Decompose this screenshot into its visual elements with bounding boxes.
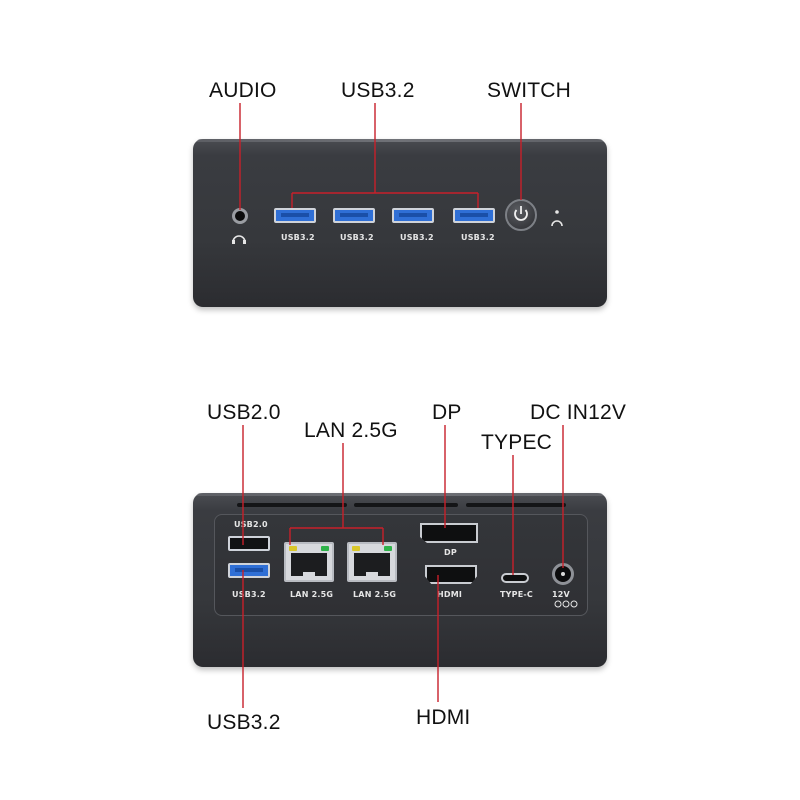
vent-slot-2 [354,503,458,507]
lan-port-2 [347,542,397,582]
callout-dcin: DC IN12V [530,401,627,424]
usb32-front-port-3 [392,208,434,223]
callout-usb32-rear: USB3.2 [207,711,281,734]
typec-label: TYPE-C [500,590,533,599]
usb32-front-label-3: USB3.2 [400,233,434,242]
io-panel-inset [214,514,588,616]
mini-pc-front-panel [193,139,607,307]
usb32-front-port-4 [453,208,495,223]
usb20-rear-label: USB2.0 [234,520,268,529]
lan-socket [354,553,390,578]
usb32-rear-port [228,563,270,578]
hdmi-port [425,565,477,584]
lan-led-right [321,546,329,551]
dc-jack [552,563,574,585]
vent-slot-3 [466,503,566,507]
lan-label-1: LAN 2.5G [290,590,334,599]
callout-hdmi: HDMI [416,706,471,729]
lan-socket [291,553,327,578]
edge-highlight [197,139,603,142]
dc-label: 12V [552,590,570,599]
usb32-front-label-1: USB3.2 [281,233,315,242]
displayport [420,523,478,543]
usb32-front-label-2: USB3.2 [340,233,374,242]
lan-led-left [352,546,360,551]
callout-usb20: USB2.0 [207,401,281,424]
callout-usb32-front: USB3.2 [341,79,415,102]
lan-port-1 [284,542,334,582]
callout-audio: AUDIO [209,79,277,102]
usb32-front-port-1 [274,208,316,223]
typec-port [501,573,529,583]
callout-typec: TYPEC [481,431,553,454]
audio-jack [232,208,248,224]
dp-label: DP [444,548,457,557]
power-button [505,199,537,231]
callout-switch: SWITCH [487,79,572,102]
callout-dp: DP [432,401,462,424]
lan-label-2: LAN 2.5G [353,590,397,599]
usb32-front-port-2 [333,208,375,223]
hdmi-label: HDMI [437,590,463,599]
vent-slot-1 [237,503,347,507]
usb20-rear-port [228,536,270,551]
callout-lan: LAN 2.5G [304,419,398,442]
edge-highlight [197,493,603,496]
usb32-front-label-4: USB3.2 [461,233,495,242]
lan-led-left [289,546,297,551]
usb32-rear-label: USB3.2 [232,590,266,599]
lan-led-right [384,546,392,551]
